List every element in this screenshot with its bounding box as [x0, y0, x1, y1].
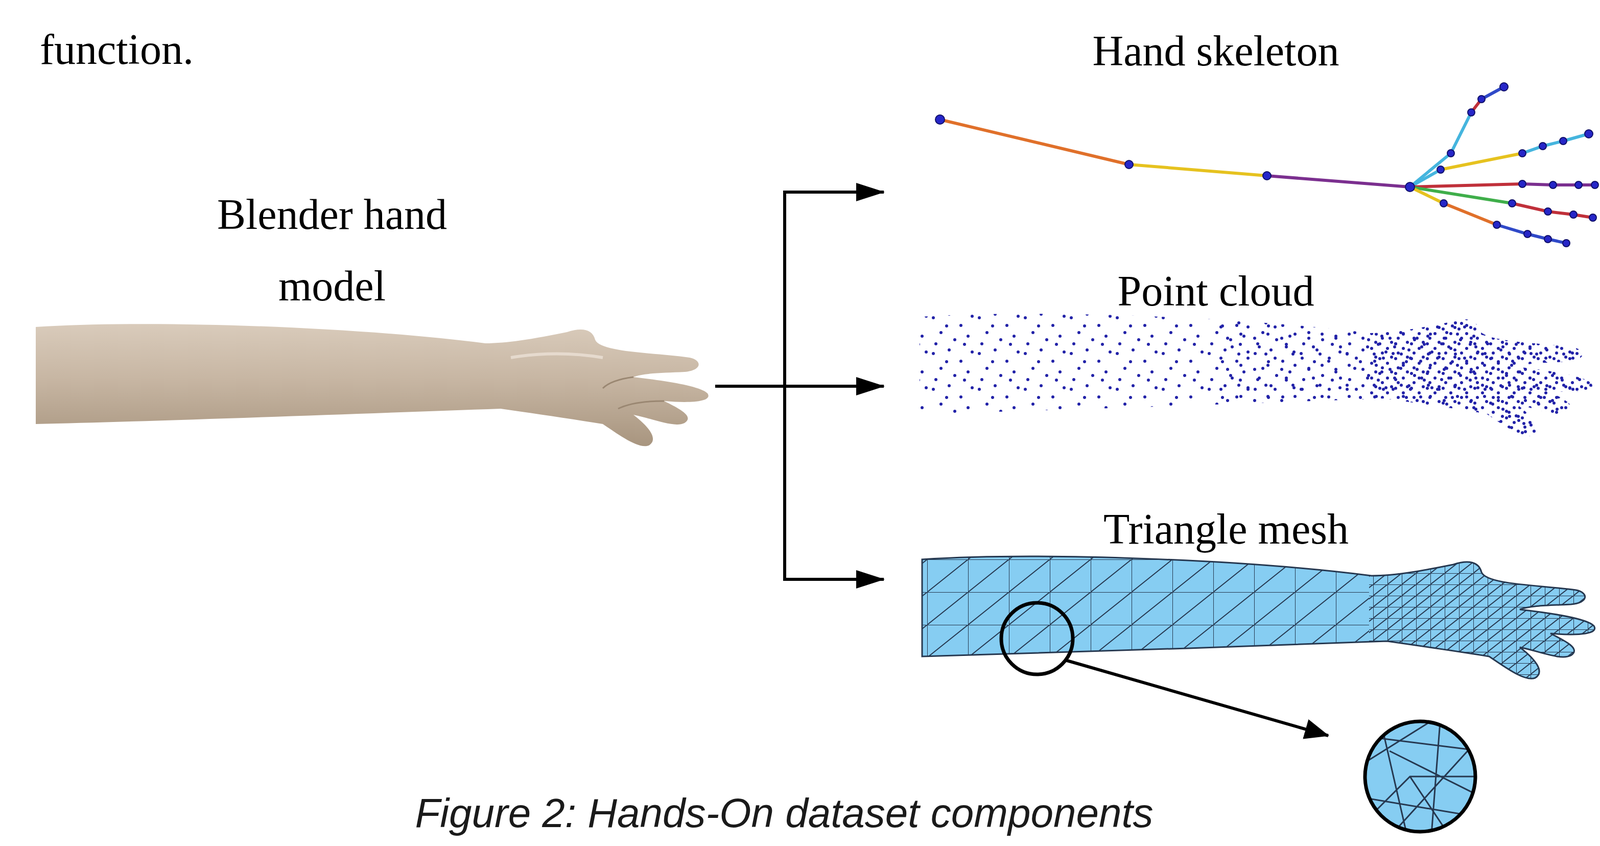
- bone: [1128, 164, 1267, 176]
- bone: [1496, 224, 1567, 244]
- bone: [1409, 169, 1441, 187]
- mesh-dense: [1369, 541, 1600, 705]
- point-cloud: [919, 296, 1600, 470]
- finger-crease: [602, 377, 665, 409]
- zoom-marker: [1001, 602, 1073, 675]
- bone: [1522, 183, 1595, 185]
- bone: [1512, 203, 1593, 218]
- panel-heading: Blender hand model: [178, 178, 486, 323]
- zoom-circle-outline: [1365, 721, 1476, 832]
- figure-caption: Figure 2: Hands-On dataset components: [414, 792, 1154, 834]
- cloud-points: [1215, 296, 1600, 470]
- mesh-surface: [1369, 541, 1600, 705]
- panel-heading: Hand skeleton: [1062, 25, 1370, 78]
- zoom-leader: [1065, 660, 1329, 736]
- bone: [1409, 183, 1523, 187]
- bone: [939, 119, 1129, 165]
- hand-skeleton: [935, 82, 1599, 247]
- skin-highlight: [510, 354, 603, 359]
- illustration-panel: Blender hand model: [35, 178, 716, 455]
- zoom-triangles: [1358, 715, 1482, 846]
- body-text-fragment: function.: [39, 28, 194, 72]
- bone: [1443, 203, 1497, 225]
- bone: [1266, 175, 1410, 187]
- illustration-panel: Point cloud: [883, 260, 1597, 470]
- bone: [1409, 186, 1444, 204]
- illustration-panel: Triangle mesh: [883, 500, 1597, 716]
- joint-dots: [935, 82, 1599, 247]
- panel-heading: Triangle mesh: [1072, 503, 1380, 556]
- mesh-outline: [922, 556, 1595, 679]
- cloud-points: [1369, 296, 1600, 470]
- blender-hand-model: [35, 323, 709, 446]
- cloud-points-dense: [1215, 296, 1600, 470]
- panel-heading: Point cloud: [1062, 265, 1370, 318]
- illustration-panel: Hand skeleton: [883, 20, 1597, 256]
- bracket-arrow: [715, 192, 884, 387]
- bracket-arrow: [715, 386, 884, 580]
- arm-render: [35, 323, 709, 446]
- bone: [1409, 186, 1513, 204]
- bone: [1522, 133, 1589, 154]
- bone: [1450, 112, 1472, 154]
